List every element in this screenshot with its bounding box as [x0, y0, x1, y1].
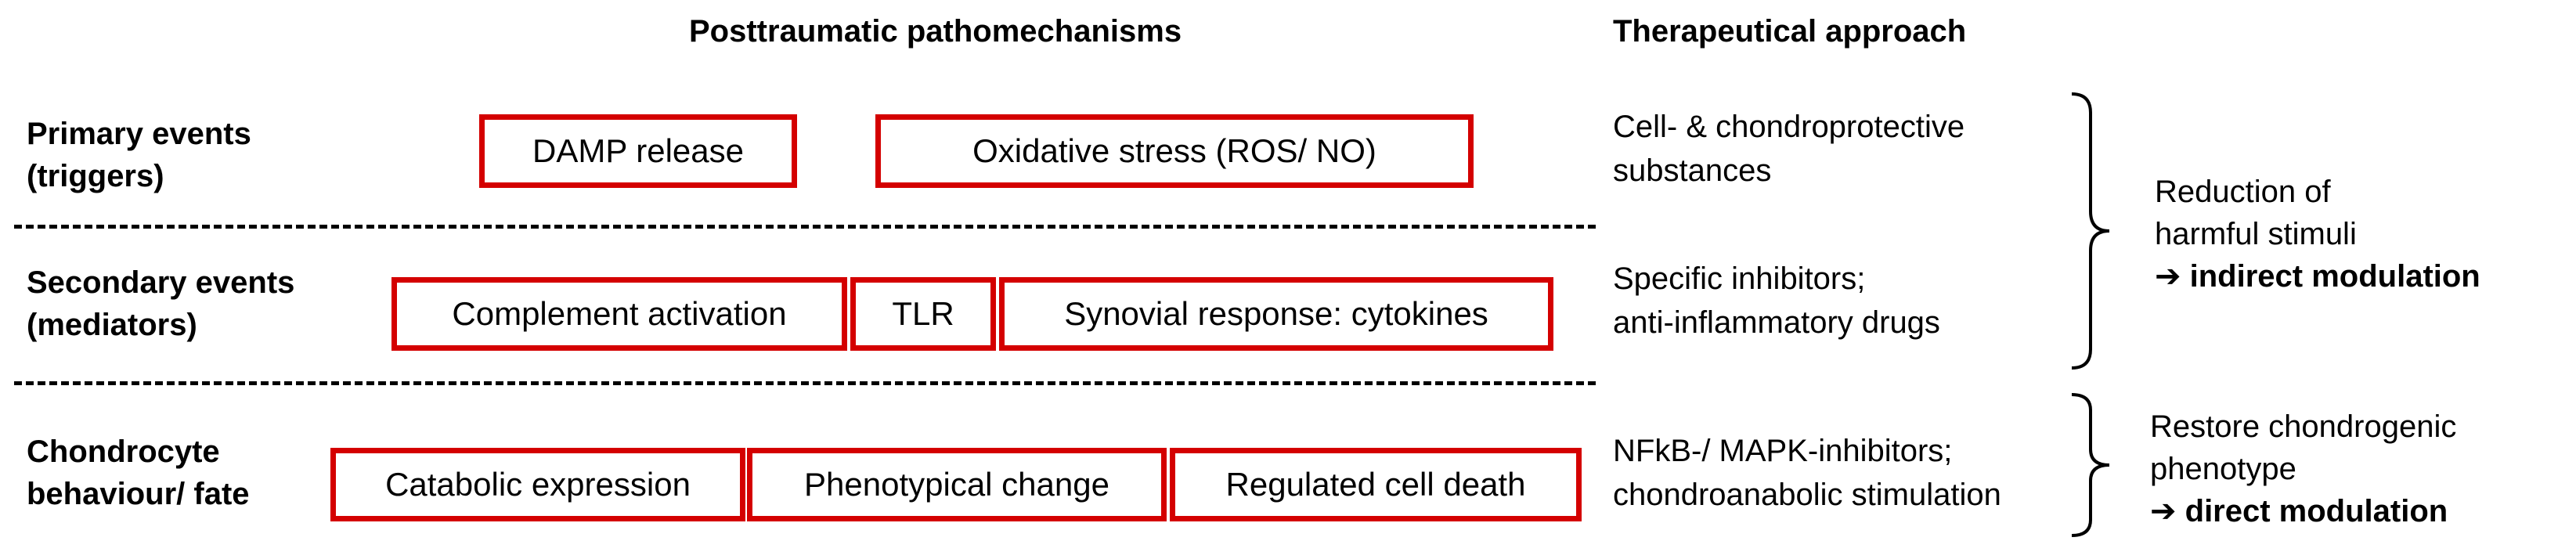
- effect-line: Reduction of: [2155, 175, 2331, 209]
- row-label-chondrocyte: Chondrocyte behaviour/ fate: [27, 431, 250, 515]
- row-label-secondary: Secondary events (mediators): [27, 261, 294, 346]
- box-catabolic-expression: Catabolic expression: [330, 448, 745, 521]
- box-synovial-response: Synovial response: cytokines: [999, 277, 1553, 351]
- box-damp-release: DAMP release: [479, 114, 797, 188]
- pathomechanisms-header: Posttraumatic pathomechanisms: [689, 14, 1182, 49]
- effect-line: harmful stimuli: [2155, 217, 2357, 251]
- row-label-line: Secondary events: [27, 265, 295, 300]
- therapy-line: Cell- & chondroprotective: [1613, 110, 1965, 144]
- effect-line: phenotype: [2150, 452, 2296, 486]
- right-brace-lower: [2071, 393, 2110, 537]
- therapy-line: anti-inflammatory drugs: [1613, 305, 1940, 340]
- effect-modulation: ➔ indirect modulation: [2155, 259, 2480, 294]
- box-complement-activation: Complement activation: [391, 277, 847, 351]
- therapy-line: Specific inhibitors;: [1613, 261, 1866, 296]
- row-label-line: (mediators): [27, 308, 197, 342]
- row-label-primary: Primary events (triggers): [27, 113, 251, 197]
- effect-line: Restore chondrogenic: [2150, 409, 2457, 444]
- box-oxidative-stress: Oxidative stress (ROS/ NO): [875, 114, 1474, 188]
- row-label-line: Chondrocyte: [27, 435, 220, 469]
- row-label-line: Primary events: [27, 117, 251, 151]
- divider-line: [14, 225, 1596, 229]
- effect-direct: Restore chondrogenic phenotype ➔ direct …: [2150, 406, 2456, 532]
- divider-line: [14, 381, 1596, 385]
- therapy-primary: Cell- & chondroprotective substances: [1613, 105, 1964, 193]
- therapy-secondary: Specific inhibitors; anti-inflammatory d…: [1613, 257, 1940, 344]
- box-regulated-cell-death: Regulated cell death: [1170, 448, 1582, 521]
- effect-indirect: Reduction of harmful stimuli ➔ indirect …: [2155, 171, 2480, 298]
- therapy-line: NFkB-/ MAPK-inhibitors;: [1613, 434, 1953, 468]
- therapy-chondrocyte: NFkB-/ MAPK-inhibitors; chondroanabolic …: [1613, 429, 2001, 517]
- therapy-line: substances: [1613, 153, 1772, 188]
- right-brace-upper: [2071, 92, 2110, 370]
- box-tlr: TLR: [850, 277, 996, 351]
- therapy-line: chondroanabolic stimulation: [1613, 478, 2001, 512]
- box-phenotypical-change: Phenotypical change: [747, 448, 1167, 521]
- row-label-line: behaviour/ fate: [27, 477, 250, 511]
- row-label-line: (triggers): [27, 159, 164, 193]
- effect-modulation: ➔ direct modulation: [2150, 494, 2448, 528]
- therapy-header: Therapeutical approach: [1613, 14, 1967, 49]
